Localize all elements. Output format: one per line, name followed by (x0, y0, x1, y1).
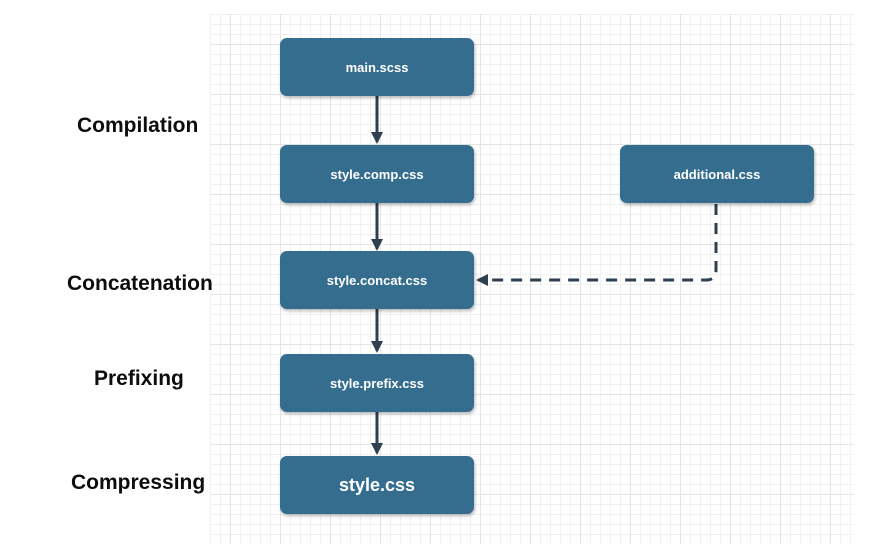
stage-label-prefixing: Prefixing (94, 367, 184, 390)
node-main-scss: main.scss (280, 38, 474, 96)
stage-label-compressing: Compressing (71, 471, 206, 494)
node-style-css: style.css (280, 456, 474, 514)
node-style-prefix-css: style.prefix.css (280, 354, 474, 412)
dashed-arrow-additional-to-concat (476, 204, 718, 286)
node-style-comp-css: style.comp.css (280, 145, 474, 203)
stage-label-concatenation: Concatenation (67, 272, 213, 295)
node-additional-css: additional.css (620, 145, 814, 203)
node-style-concat-css: style.concat.css (280, 251, 474, 309)
stage-label-compilation: Compilation (77, 114, 199, 137)
